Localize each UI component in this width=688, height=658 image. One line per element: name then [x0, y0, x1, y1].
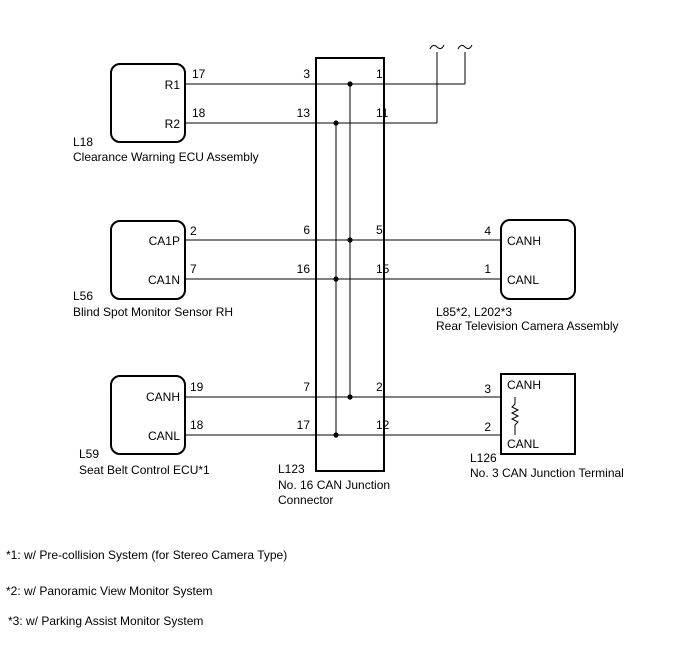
- splice-dot: [333, 432, 339, 438]
- junction-left-pin: 13: [297, 106, 311, 120]
- footnote-1: *1: w/ Pre-collision System (for Stereo …: [6, 548, 288, 562]
- l85-pin-b-label: CANL: [507, 273, 539, 287]
- junction-right-pin: 1: [376, 67, 383, 81]
- l56-pin-a-label: CA1P: [149, 234, 180, 248]
- junction-right-pin: 12: [376, 418, 390, 432]
- resistor-icon: [510, 397, 520, 435]
- l126-code: L126: [470, 451, 497, 465]
- l85-pin-a-number: 4: [484, 224, 491, 238]
- splice-dot: [347, 81, 353, 87]
- junction-name-line2: Connector: [278, 493, 333, 507]
- junction-left-pin: 3: [303, 67, 310, 81]
- l59-box: [110, 375, 186, 455]
- splice-dot: [333, 120, 339, 126]
- l126-pin-b-label: CANL: [507, 437, 539, 451]
- junction-name-line1: No. 16 CAN Junction: [278, 478, 390, 492]
- junction-right-pin: 11: [376, 106, 389, 120]
- junction-right-pin: 5: [376, 223, 383, 237]
- l56-pin-b-number: 7: [190, 262, 197, 276]
- l18-pin-b-label: R2: [165, 117, 181, 131]
- l18-code: L18: [73, 135, 93, 149]
- l126-pin-b-number: 2: [484, 420, 491, 434]
- l59-name: Seat Belt Control ECU*1: [79, 463, 210, 477]
- l18-pin-a-number: 17: [192, 67, 206, 81]
- l85-box: [500, 219, 576, 300]
- splice-dot: [347, 394, 353, 400]
- l59-pin-b-label: CANL: [148, 429, 180, 443]
- l126-pin-a-label: CANH: [507, 378, 541, 392]
- l18-pin-b-number: 18: [192, 106, 206, 120]
- footnote-2: *2: w/ Panoramic View Monitor System: [6, 584, 213, 598]
- l59-pin-b-number: 18: [190, 418, 204, 432]
- junction-code: L123: [278, 462, 305, 476]
- l56-box: [110, 220, 186, 300]
- l59-pin-a-label: CANH: [146, 390, 180, 404]
- l85-code: L85*2, L202*3: [436, 305, 512, 319]
- l18-name: Clearance Warning ECU Assembly: [73, 150, 259, 164]
- l56-name: Blind Spot Monitor Sensor RH: [73, 305, 233, 319]
- junction-left-pin: 7: [303, 380, 310, 394]
- l85-pin-b-number: 1: [484, 262, 491, 276]
- junction-connector-box: [315, 57, 385, 472]
- l126-box: [500, 373, 576, 455]
- l126-pin-a-number: 3: [484, 382, 491, 396]
- junction-right-pin: 15: [376, 262, 390, 276]
- l85-name: Rear Television Camera Assembly: [436, 319, 619, 333]
- l18-box: [110, 63, 186, 143]
- l56-pin-b-label: CA1N: [148, 273, 180, 287]
- junction-right-pin: 2: [376, 380, 383, 394]
- l85-pin-a-label: CANH: [507, 234, 541, 248]
- l18-pin-a-label: R1: [165, 78, 181, 92]
- junction-left-pin: 17: [297, 418, 311, 432]
- wire-break-icon: [457, 44, 473, 50]
- splice-dot: [347, 237, 353, 243]
- l59-code: L59: [79, 447, 99, 461]
- footnote-3: *3: w/ Parking Assist Monitor System: [8, 614, 204, 628]
- splice-dot: [333, 276, 339, 282]
- junction-left-pin: 6: [303, 223, 310, 237]
- l59-pin-a-number: 19: [190, 380, 204, 394]
- wire-break-icon: [429, 44, 445, 50]
- l56-pin-a-number: 2: [190, 224, 197, 238]
- junction-left-pin: 16: [297, 262, 311, 276]
- l56-code: L56: [73, 289, 93, 303]
- l126-name: No. 3 CAN Junction Terminal: [470, 466, 624, 480]
